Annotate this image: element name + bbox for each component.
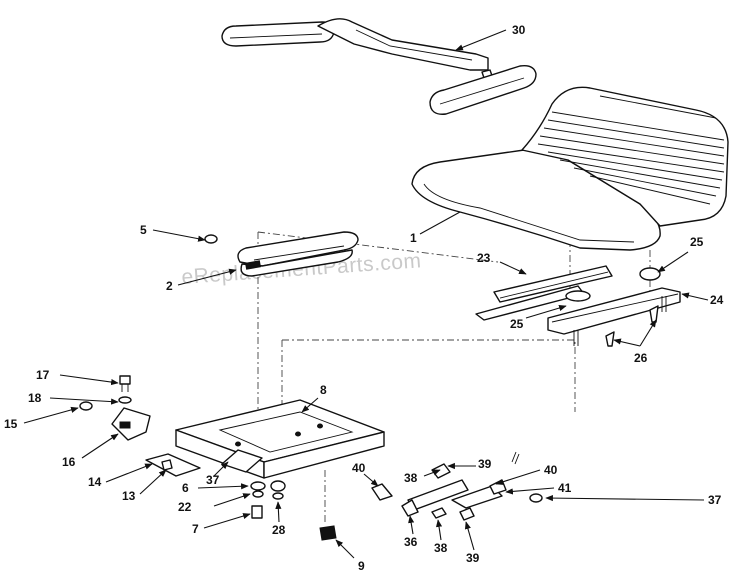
- leader-lines: [23, 29, 709, 559]
- callout-labels: 30 1 5 2 23 25 25 24 26 17 18 15 16 8 14…: [4, 23, 724, 573]
- callout-1: 1: [410, 231, 417, 245]
- callout-7: 7: [192, 522, 199, 536]
- callout-38-bottom: 38: [434, 541, 448, 555]
- callout-30: 30: [512, 23, 526, 37]
- callout-39-bottom: 39: [466, 551, 480, 565]
- callout-37-left: 37: [206, 473, 220, 487]
- callout-15: 15: [4, 417, 18, 431]
- bracket: [111, 407, 151, 441]
- hardware-left: [79, 375, 132, 411]
- callout-14: 14: [88, 475, 102, 489]
- base-plate: [145, 399, 385, 479]
- callout-6: 6: [182, 481, 189, 495]
- callout-39-top: 39: [478, 457, 492, 471]
- fasteners-under-plate: [161, 459, 286, 519]
- nut: [204, 234, 218, 244]
- seat-slide-rails: [475, 265, 681, 347]
- callout-37-right: 37: [708, 493, 722, 507]
- callout-40-right: 40: [544, 463, 558, 477]
- callout-41: 41: [558, 481, 572, 495]
- callout-8: 8: [320, 383, 327, 397]
- callout-25-mid: 25: [510, 317, 524, 331]
- callout-16: 16: [62, 455, 76, 469]
- callout-40-left: 40: [352, 461, 366, 475]
- seat: [411, 86, 729, 251]
- armrest-assembly: [221, 18, 537, 115]
- callout-13: 13: [122, 489, 136, 503]
- callout-18: 18: [28, 391, 42, 405]
- slide-plate: [237, 231, 359, 277]
- callout-22: 22: [178, 500, 192, 514]
- callout-9: 9: [358, 559, 365, 573]
- callout-25-top: 25: [690, 235, 704, 249]
- pad: [319, 525, 337, 541]
- slide-adjuster: [371, 451, 543, 521]
- callout-2: 2: [166, 279, 173, 293]
- callout-23: 23: [477, 251, 491, 265]
- callout-5: 5: [140, 223, 147, 237]
- callout-26: 26: [634, 351, 648, 365]
- callout-28: 28: [272, 523, 286, 537]
- bracket-slot: [119, 421, 131, 429]
- callout-17: 17: [36, 368, 50, 382]
- callout-24: 24: [710, 293, 724, 307]
- callout-38-top: 38: [404, 471, 418, 485]
- callout-36: 36: [404, 535, 418, 549]
